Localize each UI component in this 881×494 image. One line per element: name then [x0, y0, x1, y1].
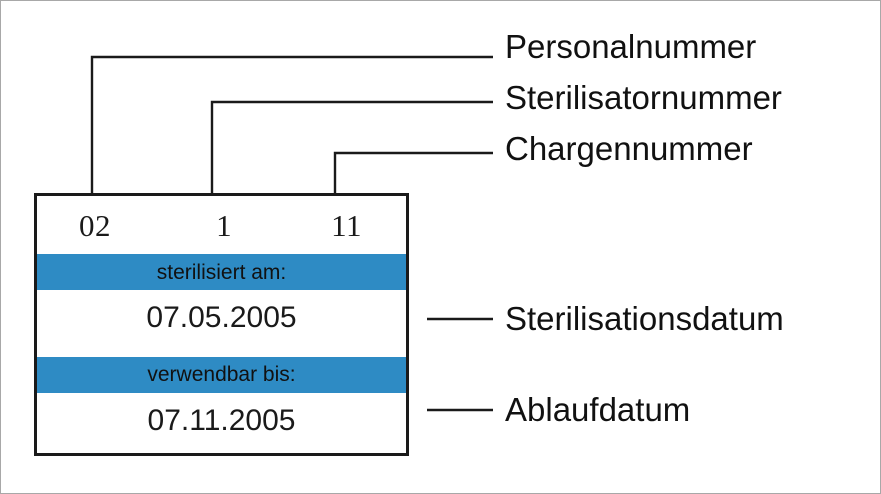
- sterilisiert-am-band: sterilisiert am:: [37, 254, 406, 290]
- sterilisatornummer-value: 1: [216, 207, 233, 243]
- callout-label-ablaufdatum: Ablaufdatum: [505, 391, 691, 428]
- chargennummer-value: 11: [331, 207, 362, 243]
- callout-label-personalnummer: Personalnummer: [505, 28, 757, 65]
- callout-label-chargennummer: Chargennummer: [505, 130, 753, 167]
- code-number-row: 02 1 11: [37, 196, 406, 254]
- leader-line-chargennummer: [333, 151, 493, 193]
- leader-line-personalnummer: [90, 55, 493, 193]
- callout-label-sterilisationsdatum: Sterilisationsdatum: [505, 300, 784, 337]
- ablaufdatum-value: 07.11.2005: [37, 392, 406, 453]
- leader-line-sterilisatornummer: [210, 100, 493, 193]
- callout-label-sterilisatornummer: Sterilisatornummer: [505, 79, 782, 116]
- personalnummer-value: 02: [79, 207, 111, 243]
- sterilisationsdatum-value: 07.05.2005: [37, 290, 406, 357]
- sterilization-label-card: 02 1 11 sterilisiert am: 07.05.2005 verw…: [34, 193, 409, 456]
- verwendbar-bis-band: verwendbar bis:: [37, 356, 406, 393]
